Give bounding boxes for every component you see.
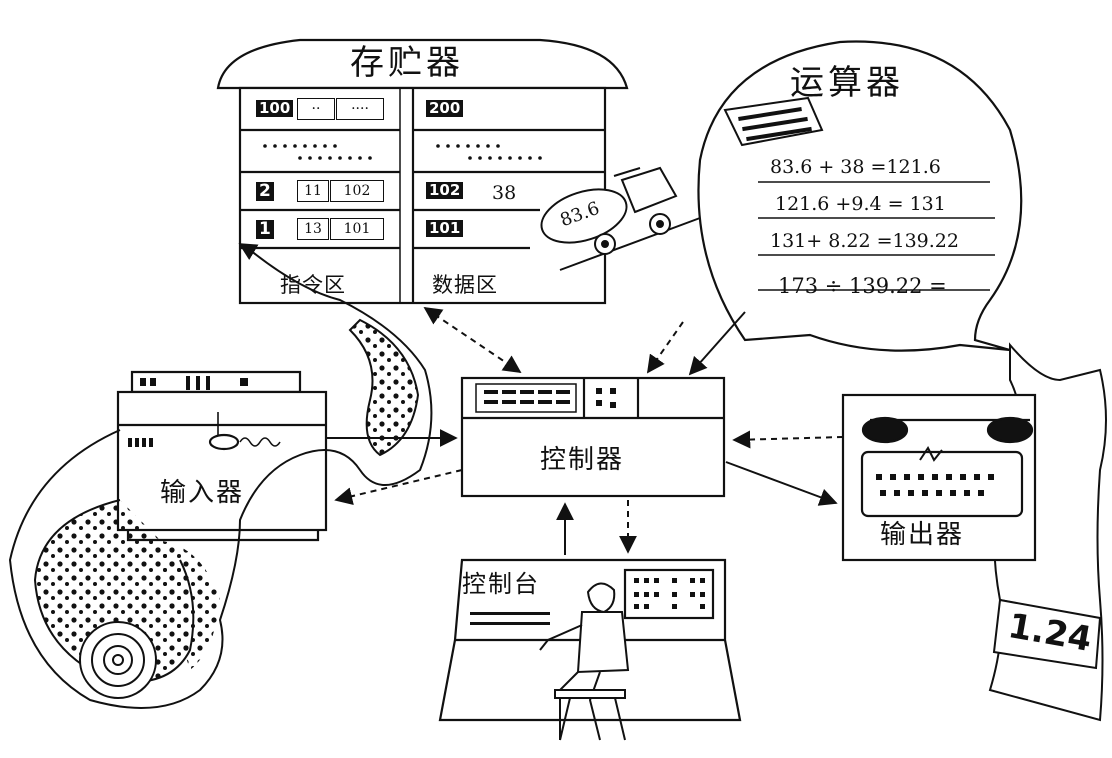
- input-label: 输入器: [160, 478, 245, 508]
- alu-line-2: 121.6 +9.4 = 131: [775, 193, 946, 215]
- result-card: [992, 598, 1102, 670]
- instr-addr-100: 100: [256, 100, 294, 117]
- output-unit: [841, 393, 1037, 562]
- alu-line-3: 131+ 8.22 =139.22: [770, 230, 959, 252]
- instr-cell-100-a: ··: [297, 98, 335, 120]
- output-label: 输出器: [880, 520, 965, 550]
- data-addr-102: 102: [426, 182, 464, 199]
- input-unit: [116, 370, 328, 542]
- instr-cell-100-b: ····: [336, 98, 384, 120]
- alu-lines: [758, 181, 995, 291]
- data-area-label: 数据区: [432, 273, 498, 297]
- instr-addr-1: 1: [256, 220, 274, 239]
- punched-tape-icon: [8, 249, 433, 709]
- data-addr-200: 200: [426, 100, 464, 117]
- console-label: 控制台: [462, 570, 540, 598]
- operator-icon: [539, 582, 630, 741]
- instr-cell-2-op: 11: [297, 180, 329, 202]
- truck-icon: [540, 166, 701, 271]
- alu-title: 运算器: [790, 63, 904, 103]
- data-value-102: 38: [492, 182, 517, 204]
- controller-label: 控制器: [540, 445, 625, 475]
- instruction-area-label: 指令区: [280, 273, 346, 297]
- alu-line-1: 83.6 + 38 =121.6: [770, 156, 941, 178]
- data-addr-101: 101: [426, 220, 464, 237]
- abacus-icon: [723, 96, 824, 147]
- controller-unit: [460, 376, 726, 498]
- instr-cell-2-addr: 102: [330, 180, 384, 202]
- alu-line-4: 173 ÷ 139.22 =: [778, 274, 947, 298]
- memory-title: 存贮器: [350, 43, 464, 83]
- flow-arrows: [238, 243, 844, 555]
- instr-cell-1-op: 13: [297, 218, 329, 240]
- instr-addr-2: 2: [256, 182, 274, 201]
- instr-cell-1-addr: 101: [330, 218, 384, 240]
